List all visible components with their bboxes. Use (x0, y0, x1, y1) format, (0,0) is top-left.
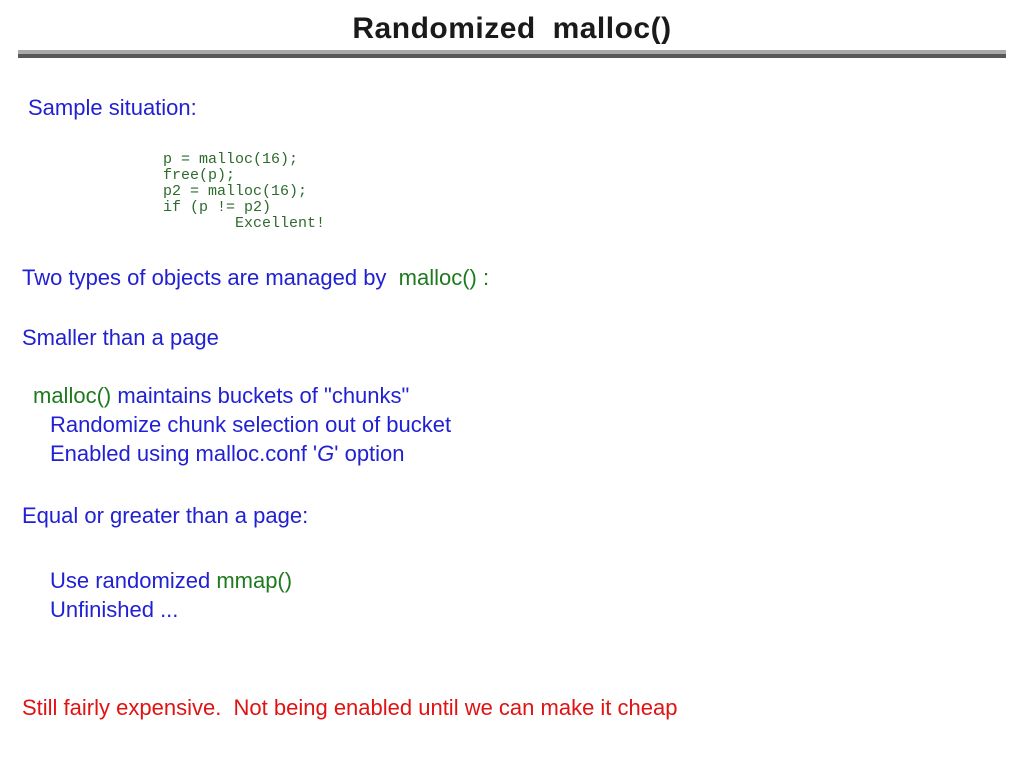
buckets-line: malloc() maintains buckets of "chunks" (33, 383, 409, 408)
code-sample-block: p = malloc(16); free(p); p2 = malloc(16)… (163, 151, 326, 232)
buckets-text: maintains buckets of "chunks" (111, 383, 410, 408)
randomize-chunk-line: Randomize chunk selection out of bucket (50, 412, 452, 437)
malloc-keyword: malloc() (398, 265, 477, 290)
two-types-heading: Two types of objects are managed by mall… (22, 265, 489, 290)
footer-warning-note: Still fairly expensive. Not being enable… (22, 695, 678, 720)
mmap-keyword: mmap() (216, 568, 293, 593)
title-divider-dark-band (18, 54, 1006, 58)
enabled-text-post: ' option (334, 441, 405, 466)
mmap-line: Use randomized mmap() (50, 568, 292, 593)
mmap-text-pre: Use randomized (50, 568, 217, 593)
two-types-colon: : (476, 265, 490, 290)
smaller-than-page-heading: Smaller than a page (22, 325, 219, 350)
slide-title: Randomized malloc() (352, 12, 672, 45)
equal-or-greater-heading: Equal or greater than a page: (22, 503, 309, 528)
sample-situation-label: Sample situation: (28, 95, 197, 120)
unfinished-line: Unfinished ... (50, 597, 179, 622)
malloc-keyword: malloc() (33, 383, 112, 408)
g-flag: G (317, 441, 335, 466)
title-divider-light-band (18, 50, 1006, 54)
enabled-text-pre: Enabled using malloc.conf ' (50, 441, 318, 466)
two-types-text: Two types of objects are managed by (22, 265, 399, 290)
enabled-option-line: Enabled using malloc.conf 'G' option (50, 441, 405, 466)
